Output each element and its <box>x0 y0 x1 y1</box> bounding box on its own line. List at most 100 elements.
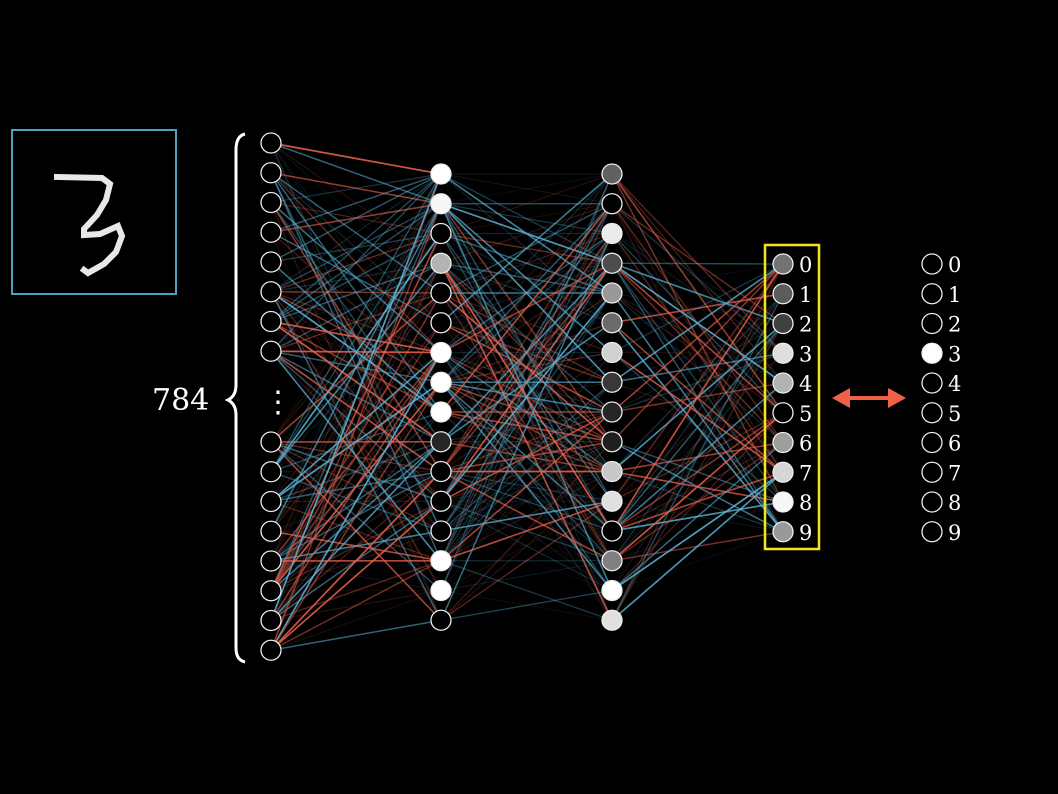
input-neuron <box>260 251 282 273</box>
input-hidden1-edge <box>270 173 442 502</box>
hidden1-hidden2-edge <box>440 233 613 502</box>
hidden1-hidden2-edge <box>440 262 613 621</box>
hidden1-hidden2-edge <box>440 500 613 592</box>
hidden1-hidden2-edge <box>440 262 613 294</box>
output-digit-label: 1 <box>799 283 812 307</box>
hidden2-output-edge <box>611 263 784 354</box>
target-digit-label: 9 <box>948 521 961 545</box>
hidden1-hidden2-edge <box>440 471 613 532</box>
output-neuron <box>772 491 794 513</box>
hidden2-output-edge <box>611 293 784 621</box>
hidden1-hidden2-edge <box>440 262 613 502</box>
input-hidden1-edge <box>270 500 442 651</box>
input-neuron <box>260 281 282 303</box>
hidden1-hidden2-edge <box>440 232 613 294</box>
hidden2-output-edge <box>611 262 784 265</box>
output-neuron <box>772 312 794 335</box>
hidden1-hidden2-edge <box>440 381 613 502</box>
hidden2-output-edge <box>611 293 784 532</box>
hidden2-neuron <box>601 193 623 215</box>
hidden2-output-edge <box>611 263 784 294</box>
input-hidden1-edge <box>270 142 442 205</box>
input-hidden1-edge <box>270 173 442 204</box>
input-hidden1-edge <box>270 381 442 651</box>
output-neuron <box>772 342 794 364</box>
input-neuron <box>260 639 282 661</box>
input-neuron <box>260 609 282 632</box>
target-digit-label: 2 <box>948 313 961 337</box>
input-hidden1-edge <box>270 320 442 443</box>
hidden1-hidden2-edge <box>440 232 613 354</box>
hidden1-hidden2-edge <box>440 500 613 562</box>
input-ellipsis: ⋮ <box>263 385 293 420</box>
output-digit-label: 9 <box>799 521 812 545</box>
hidden1-hidden2-edge <box>440 173 613 383</box>
target-neuron <box>921 461 943 483</box>
target-neuron <box>921 283 943 305</box>
input-neuron <box>260 490 282 513</box>
hidden2-output-edge <box>611 263 784 532</box>
hidden1-hidden2-edge <box>440 173 613 591</box>
input-hidden1-edge <box>270 589 442 622</box>
hidden2-neuron <box>601 401 623 423</box>
output-digit-label: 6 <box>799 432 812 456</box>
hidden2-output-edge <box>611 352 784 413</box>
input-hidden1-edge <box>270 320 442 354</box>
input-hidden1-edge <box>270 203 442 323</box>
hidden2-neuron <box>601 312 623 334</box>
hidden1-hidden2-edge <box>440 173 613 562</box>
hidden1-hidden2-edge <box>440 262 613 413</box>
output-digit-label: 4 <box>799 372 812 396</box>
hidden1-hidden2-edge <box>440 233 613 621</box>
input-hidden1-edge <box>270 292 442 352</box>
input-hidden1-edge <box>270 173 442 591</box>
target-digit-label: 7 <box>948 461 961 485</box>
hidden2-output-edge <box>611 351 784 473</box>
hidden1-hidden2-edge <box>440 203 613 591</box>
compare-arrow <box>832 388 906 408</box>
output-neuron <box>772 402 794 424</box>
hidden1-hidden2-edge <box>440 500 613 621</box>
target-digit-label: 8 <box>948 491 961 515</box>
input-hidden1-edge <box>270 173 442 293</box>
hidden2-output-edge <box>611 323 784 591</box>
hidden2-output-edge <box>611 262 784 325</box>
target-neuron <box>921 402 943 424</box>
input-neuron <box>260 461 282 483</box>
hidden2-neuron <box>601 579 623 602</box>
output-digit-label: 8 <box>799 491 812 515</box>
input-hidden1-edge <box>270 202 442 234</box>
hidden1-hidden2-edge <box>440 292 613 502</box>
hidden1-hidden2-edge <box>440 292 613 383</box>
hidden2-output-edge <box>611 263 784 502</box>
hidden2-neuron <box>601 609 623 631</box>
hidden1-neuron <box>430 252 452 274</box>
output-neuron <box>772 521 794 543</box>
hidden1-hidden2-edge <box>440 589 613 621</box>
hidden2-output-edge <box>611 263 784 561</box>
hidden1-hidden2-edge <box>440 203 613 562</box>
input-hidden1-edge <box>270 292 442 592</box>
hidden2-output-edge <box>611 471 784 592</box>
input-hidden1-edge <box>270 321 442 324</box>
input-hidden1-edge <box>270 560 442 622</box>
hidden2-output-edge <box>611 412 784 591</box>
hidden2-output-edge <box>611 323 784 532</box>
output-digit-label: 3 <box>799 342 812 366</box>
input-hidden1-edge <box>270 142 442 175</box>
hidden1-hidden2-edge <box>440 411 613 532</box>
hidden1-hidden2-edge <box>440 262 613 532</box>
input-hidden1-edge <box>270 590 442 651</box>
input-hidden1-edge <box>270 173 442 352</box>
target-neuron <box>921 491 943 513</box>
input-hidden1-edge <box>270 172 442 353</box>
hidden1-neuron <box>430 490 452 512</box>
target-neuron <box>921 372 943 394</box>
hidden1-hidden2-edge <box>440 203 613 235</box>
output-neuron <box>772 283 794 305</box>
input-hidden1-edge <box>270 262 442 293</box>
hidden1-neuron <box>430 163 452 185</box>
target-digit-label: 1 <box>948 283 961 307</box>
hidden1-hidden2-edge <box>440 471 613 621</box>
hidden1-hidden2-edge <box>440 441 613 502</box>
